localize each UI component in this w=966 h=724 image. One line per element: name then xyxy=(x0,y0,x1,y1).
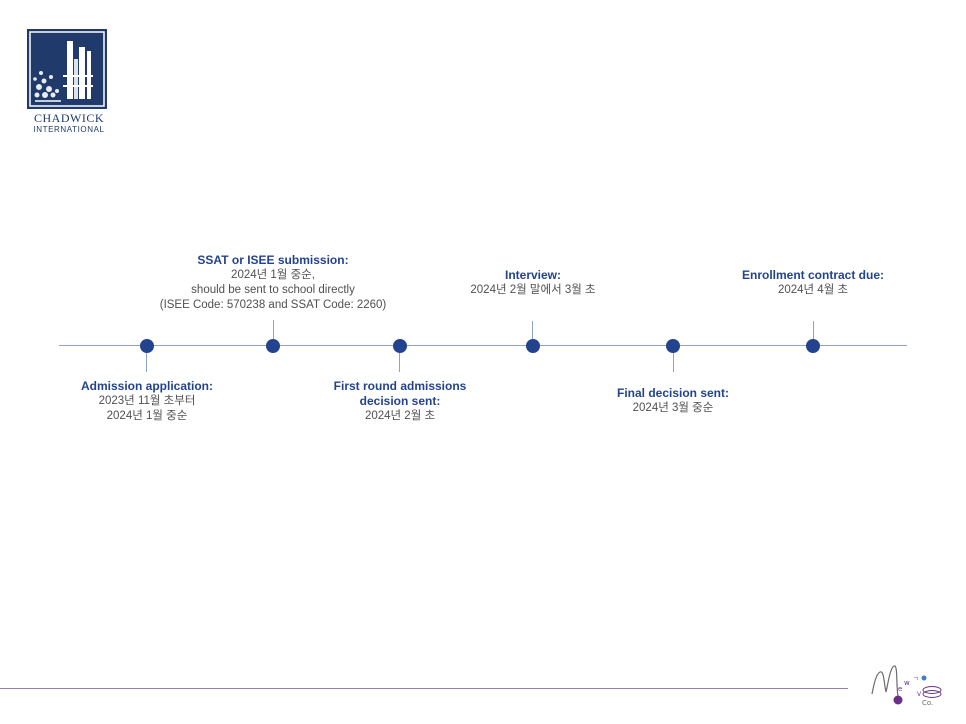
event-detail: 2024년 3월 중순 xyxy=(632,402,714,414)
event-title: SSAT or ISEE submission: xyxy=(197,253,349,267)
event-test-submission: SSAT or ISEE submission: 2024년 1월 중순, sh… xyxy=(143,253,403,313)
svg-text:e: e xyxy=(898,685,902,693)
timeline-tick xyxy=(532,321,533,339)
event-first-round-decision: First round admissions decision sent: 20… xyxy=(270,379,530,424)
event-detail: 2024년 2월 초 xyxy=(364,410,436,422)
timeline-dot-final-decision xyxy=(666,339,680,353)
footer-divider xyxy=(0,688,848,689)
timeline-tick xyxy=(273,320,274,339)
event-interview: Interview: 2024년 2월 말에서 3월 초 xyxy=(403,268,663,298)
event-detail: should be sent to school directly xyxy=(191,284,355,296)
event-title: First round admissions decision sent: xyxy=(333,379,467,408)
event-final-decision: Final decision sent: 2024년 3월 중순 xyxy=(543,386,803,416)
svg-text:ㄱ: ㄱ xyxy=(913,676,919,683)
timeline-dot-interview xyxy=(526,339,540,353)
event-detail: 2024년 1월 중순, xyxy=(231,269,315,281)
timeline-dot-first-round-decision xyxy=(393,339,407,353)
event-detail: 2024년 4월 초 xyxy=(777,284,849,296)
event-enrollment-contract: Enrollment contract due: 2024년 4월 초 xyxy=(683,268,943,298)
timeline-dot-test-submission xyxy=(266,339,280,353)
event-detail: (ISEE Code: 570238 and SSAT Code: 2260) xyxy=(159,299,387,311)
event-detail: 2023년 11월 초부터 xyxy=(98,395,196,407)
svg-text:V: V xyxy=(917,691,922,698)
event-title: Interview: xyxy=(504,268,561,282)
timeline-tick xyxy=(146,352,147,372)
chadwick-logo: CHADWICK INTERNATIONAL xyxy=(27,29,111,134)
logo-subtitle: INTERNATIONAL xyxy=(33,125,105,134)
brand-text: Co. xyxy=(922,699,933,707)
brand-logo-icon: e w ㄱ V Co. xyxy=(866,654,946,710)
timeline-dot-admission-application xyxy=(140,339,154,353)
event-admission-application: Admission application: 2023년 11월 초부터 202… xyxy=(17,379,277,424)
logo-name: CHADWICK xyxy=(34,111,104,125)
timeline-tick xyxy=(813,321,814,339)
timeline-tick xyxy=(673,352,674,372)
timeline-tick xyxy=(399,352,400,372)
chadwick-emblem-icon xyxy=(27,29,107,109)
timeline-axis xyxy=(59,345,907,346)
event-detail: 2024년 2월 말에서 3월 초 xyxy=(470,284,596,296)
event-title: Final decision sent: xyxy=(616,386,730,400)
event-detail: 2024년 1월 중순 xyxy=(106,410,188,422)
event-title: Admission application: xyxy=(80,379,213,393)
timeline-dot-enrollment-contract xyxy=(806,339,820,353)
event-title: Enrollment contract due: xyxy=(741,268,884,282)
svg-text:w: w xyxy=(904,679,910,687)
